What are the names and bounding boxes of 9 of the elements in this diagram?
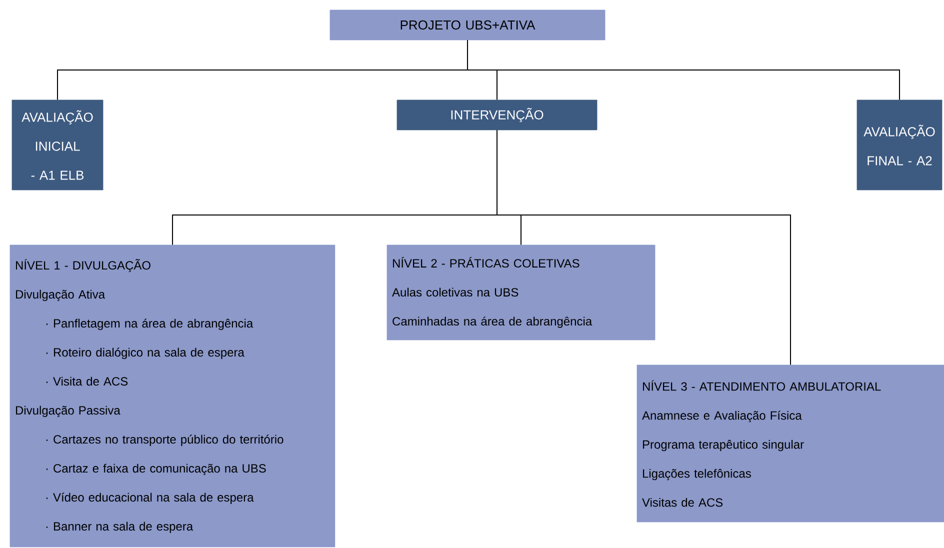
- level-box: NÍVEL 1 - DIVULGAÇÃO Divulgação Ativa · Panfletagem na área de abrangência · Roteiro dialógico na sala de espera · Visita de ACS Divulgação Passiva · Cartazes no transporte público do território · Cartaz e faixa de comunicação na UBS · Vídeo educacional na sala de espera · Banner na sala de espera: [10, 244, 336, 548]
- title-box: PROJETO UBS+ATIVA: [330, 10, 606, 40]
- connector-line: [496, 130, 791, 366]
- stage-box: INTERVENÇÃO: [396, 100, 598, 130]
- stage-box: AVALIAÇÃO INICIAL - A1 ELB: [12, 100, 104, 190]
- level-box: NÍVEL 2 - PRÁTICAS COLETIVAS Aulas coletivas na UBS Caminhadas na área de abrangência: [386, 244, 656, 340]
- connector-line: [467, 40, 900, 100]
- level-box: NÍVEL 3 - ATENDIMENTO AMBULATORIAL Anamnese e Avaliação Física Programa terapêutico singular Ligações telefônicas Visitas de ACS: [636, 364, 944, 522]
- stage-box: AVALIAÇÃO FINAL - A2: [856, 100, 942, 190]
